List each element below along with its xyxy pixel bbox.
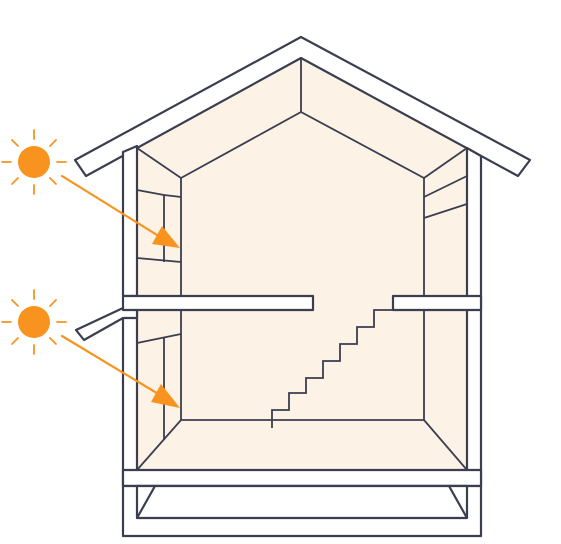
floor-slab-left [121,294,315,312]
sun-icon [1,129,67,195]
floor-slab-right [391,294,483,312]
ceiling-left-ridge [136,147,182,179]
right-window-upper-1 [423,175,468,198]
interior-fill [137,58,467,470]
interior-perspective [136,58,468,471]
sun-lower [1,289,67,355]
right-wall [465,146,483,488]
left-window-upper-sill [163,194,182,198]
foundation-brace-left [136,485,156,519]
sun-rays [1,289,67,355]
left-window-lower-top [136,333,182,344]
arrow-head [151,384,180,408]
foundation-inner [135,484,469,520]
arrow-head [152,226,180,248]
sunlight-arrow-upper [60,174,180,248]
ceiling-right-ridge [423,147,468,179]
floor-corner-right [423,419,468,471]
arrow-shaft [60,174,167,242]
foundation-brace-right [448,485,468,519]
right-window-upper-2 [423,203,468,219]
staircase [271,309,393,428]
sunlight-arrow-lower [60,334,180,408]
sun-icon [1,289,67,355]
arrow-shaft [60,334,167,400]
ground-slab [121,468,483,488]
sun-rays [1,129,67,195]
left-wall-lower [121,308,139,488]
sun-disc [18,306,50,338]
floor-corner-left [136,419,182,471]
left-window-upper-top [136,189,165,196]
roof-eave [73,35,532,178]
sun-upper [1,129,67,195]
house-shell [73,35,532,538]
sun-disc [18,146,50,178]
left-window-upper-bottom [136,257,182,263]
